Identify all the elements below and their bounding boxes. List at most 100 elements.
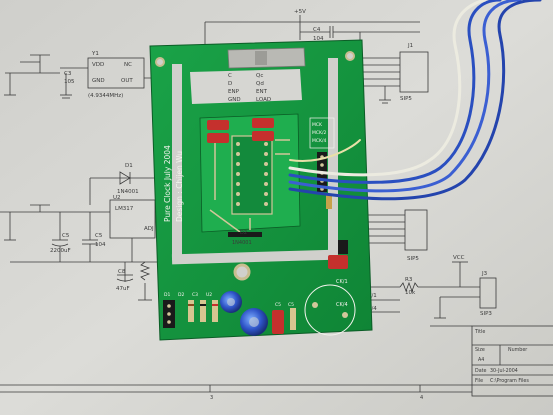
r3-ref-label: R3	[405, 277, 413, 283]
silk-c5a: C5	[275, 302, 281, 308]
silk-clock-box	[309, 117, 335, 149]
bracket-screw	[255, 51, 267, 65]
c3-ref-label: C3	[64, 71, 72, 77]
j2-ref-label: SIP5	[407, 256, 419, 262]
file-label: File	[475, 378, 483, 384]
smd-resistor-3	[252, 118, 274, 128]
red-film-cap	[272, 310, 284, 334]
silk-title: Pure Clock July 2004	[163, 145, 172, 222]
title-block-frame	[471, 325, 553, 397]
u1-pin-d: D	[228, 81, 232, 87]
resistor-r4	[290, 308, 296, 330]
c3-value-label: 105	[64, 79, 75, 85]
u1-pin-load: LOAD	[256, 97, 271, 103]
d2-ref-label: D2	[240, 230, 247, 236]
c6-value-label: 104	[95, 242, 106, 248]
u2-adj-label: ADJ	[144, 226, 154, 232]
vcc-label: VCC	[453, 255, 465, 261]
silk-c3: C3	[192, 292, 198, 298]
silk-d1: D1	[164, 292, 170, 298]
smd-resistor-4	[252, 131, 274, 141]
pcb-board: C Qc D Qd ENP ENT GND LOAD	[149, 39, 373, 341]
j3-ref-label: J3	[481, 271, 488, 277]
silk-c5b: C5	[288, 302, 294, 308]
wire-white	[288, 0, 487, 177]
crystal-pin-gnd: GND	[92, 78, 105, 84]
schematic-labels: Y1 VDD NC GND OUT (4.9344MHz) +5V C4 104…	[50, 9, 492, 317]
j3-part-label: SIP3	[480, 311, 492, 317]
u2-ref-label: U2	[113, 195, 121, 201]
number-label: Number	[508, 347, 527, 353]
u1-pin-ent: ENT	[256, 89, 268, 95]
silk-large-circle	[304, 284, 356, 336]
crystal-pin-nc: NC	[124, 62, 132, 68]
u2-part-label: LM317	[115, 206, 134, 212]
smd-resistor-2	[207, 133, 229, 143]
cap-c4-value: 104	[313, 36, 324, 42]
title-label: Title	[474, 329, 485, 335]
crystal-part-label: (4.9344MHz)	[88, 93, 123, 99]
size-value: A4	[478, 357, 484, 363]
d2-part-label: 1N4001	[232, 240, 252, 246]
resistor-r1	[188, 300, 194, 322]
resistor-r3	[212, 300, 218, 322]
silk-mck4: MCK/4	[312, 138, 326, 144]
mount-hole-tr	[345, 51, 355, 61]
c8-value-label: 47uF	[116, 286, 130, 292]
border-mark-4: 4	[420, 395, 423, 401]
c6-ref-label: C5	[95, 233, 103, 239]
wire-blue-2	[288, 0, 522, 193]
silk-ck4: CK/4	[336, 302, 348, 308]
u1-pin-c: C	[228, 73, 232, 79]
j1-part-label: SIP5	[400, 96, 412, 102]
crystal-y1-symbol	[87, 57, 145, 89]
border-mark-3: 3	[210, 395, 213, 401]
silk-mck: MCK	[312, 122, 323, 128]
u1-pin-enp: ENP	[228, 89, 240, 95]
connector-j2-symbol	[404, 209, 428, 251]
wire-yellow	[289, 139, 361, 162]
c5-ref-label: C5	[62, 233, 70, 239]
board-slot-left	[172, 64, 182, 260]
diode-d1-symbol	[119, 171, 131, 185]
title-block: Title Size A4 Number Date 30-Jul-2004 Fi…	[474, 329, 529, 384]
mount-hole-tl	[155, 57, 165, 67]
date-label: Date	[475, 368, 487, 374]
crystal-pin-vdd: VDD	[92, 62, 104, 68]
silk-ck1: CK/1	[336, 279, 348, 285]
silk-d2: D2	[178, 292, 184, 298]
u1-pin-qd: Qd	[256, 81, 264, 87]
red-jumper	[328, 255, 348, 269]
resistor-r2	[200, 300, 206, 322]
j1-ref-label: J1	[407, 43, 413, 49]
u1-pin-gnd: GND	[228, 97, 241, 103]
mount-hole-center	[233, 263, 251, 281]
date-value: 30-Jul-2004	[490, 368, 518, 374]
d1-ref-label: D1	[125, 163, 133, 169]
ribbon-cable	[288, 0, 542, 201]
power-5v-label: +5V	[294, 9, 306, 15]
c5-value-label: 2200uF	[50, 248, 71, 254]
board-window	[190, 69, 302, 104]
r3-value-label: 10k	[405, 290, 416, 296]
d1-part-label: 1N4001	[117, 189, 139, 195]
size-label: Size	[475, 347, 485, 353]
diode-d2	[228, 232, 262, 237]
wire-blue-1	[288, 0, 502, 184]
regulator-u2-symbol	[109, 199, 156, 239]
file-value: C:\Program Files	[490, 378, 529, 384]
u1-pin-qc: Qc	[256, 73, 263, 79]
cap-c4-ref: C4	[313, 27, 321, 33]
pot-symbol	[139, 261, 151, 281]
resistor-r3-symbol	[399, 281, 419, 293]
crystal-ref-label: Y1	[91, 51, 99, 57]
transistor-q1	[338, 240, 348, 254]
board-slot-bottom	[171, 249, 339, 265]
smd-resistor-1	[207, 120, 229, 130]
silk-u2: U2	[206, 292, 212, 298]
silk-mck2: MCK/2	[312, 130, 326, 136]
connector-j3-symbol	[479, 277, 497, 309]
wire-blue-3	[288, 0, 542, 201]
resistor-brown	[326, 195, 332, 209]
